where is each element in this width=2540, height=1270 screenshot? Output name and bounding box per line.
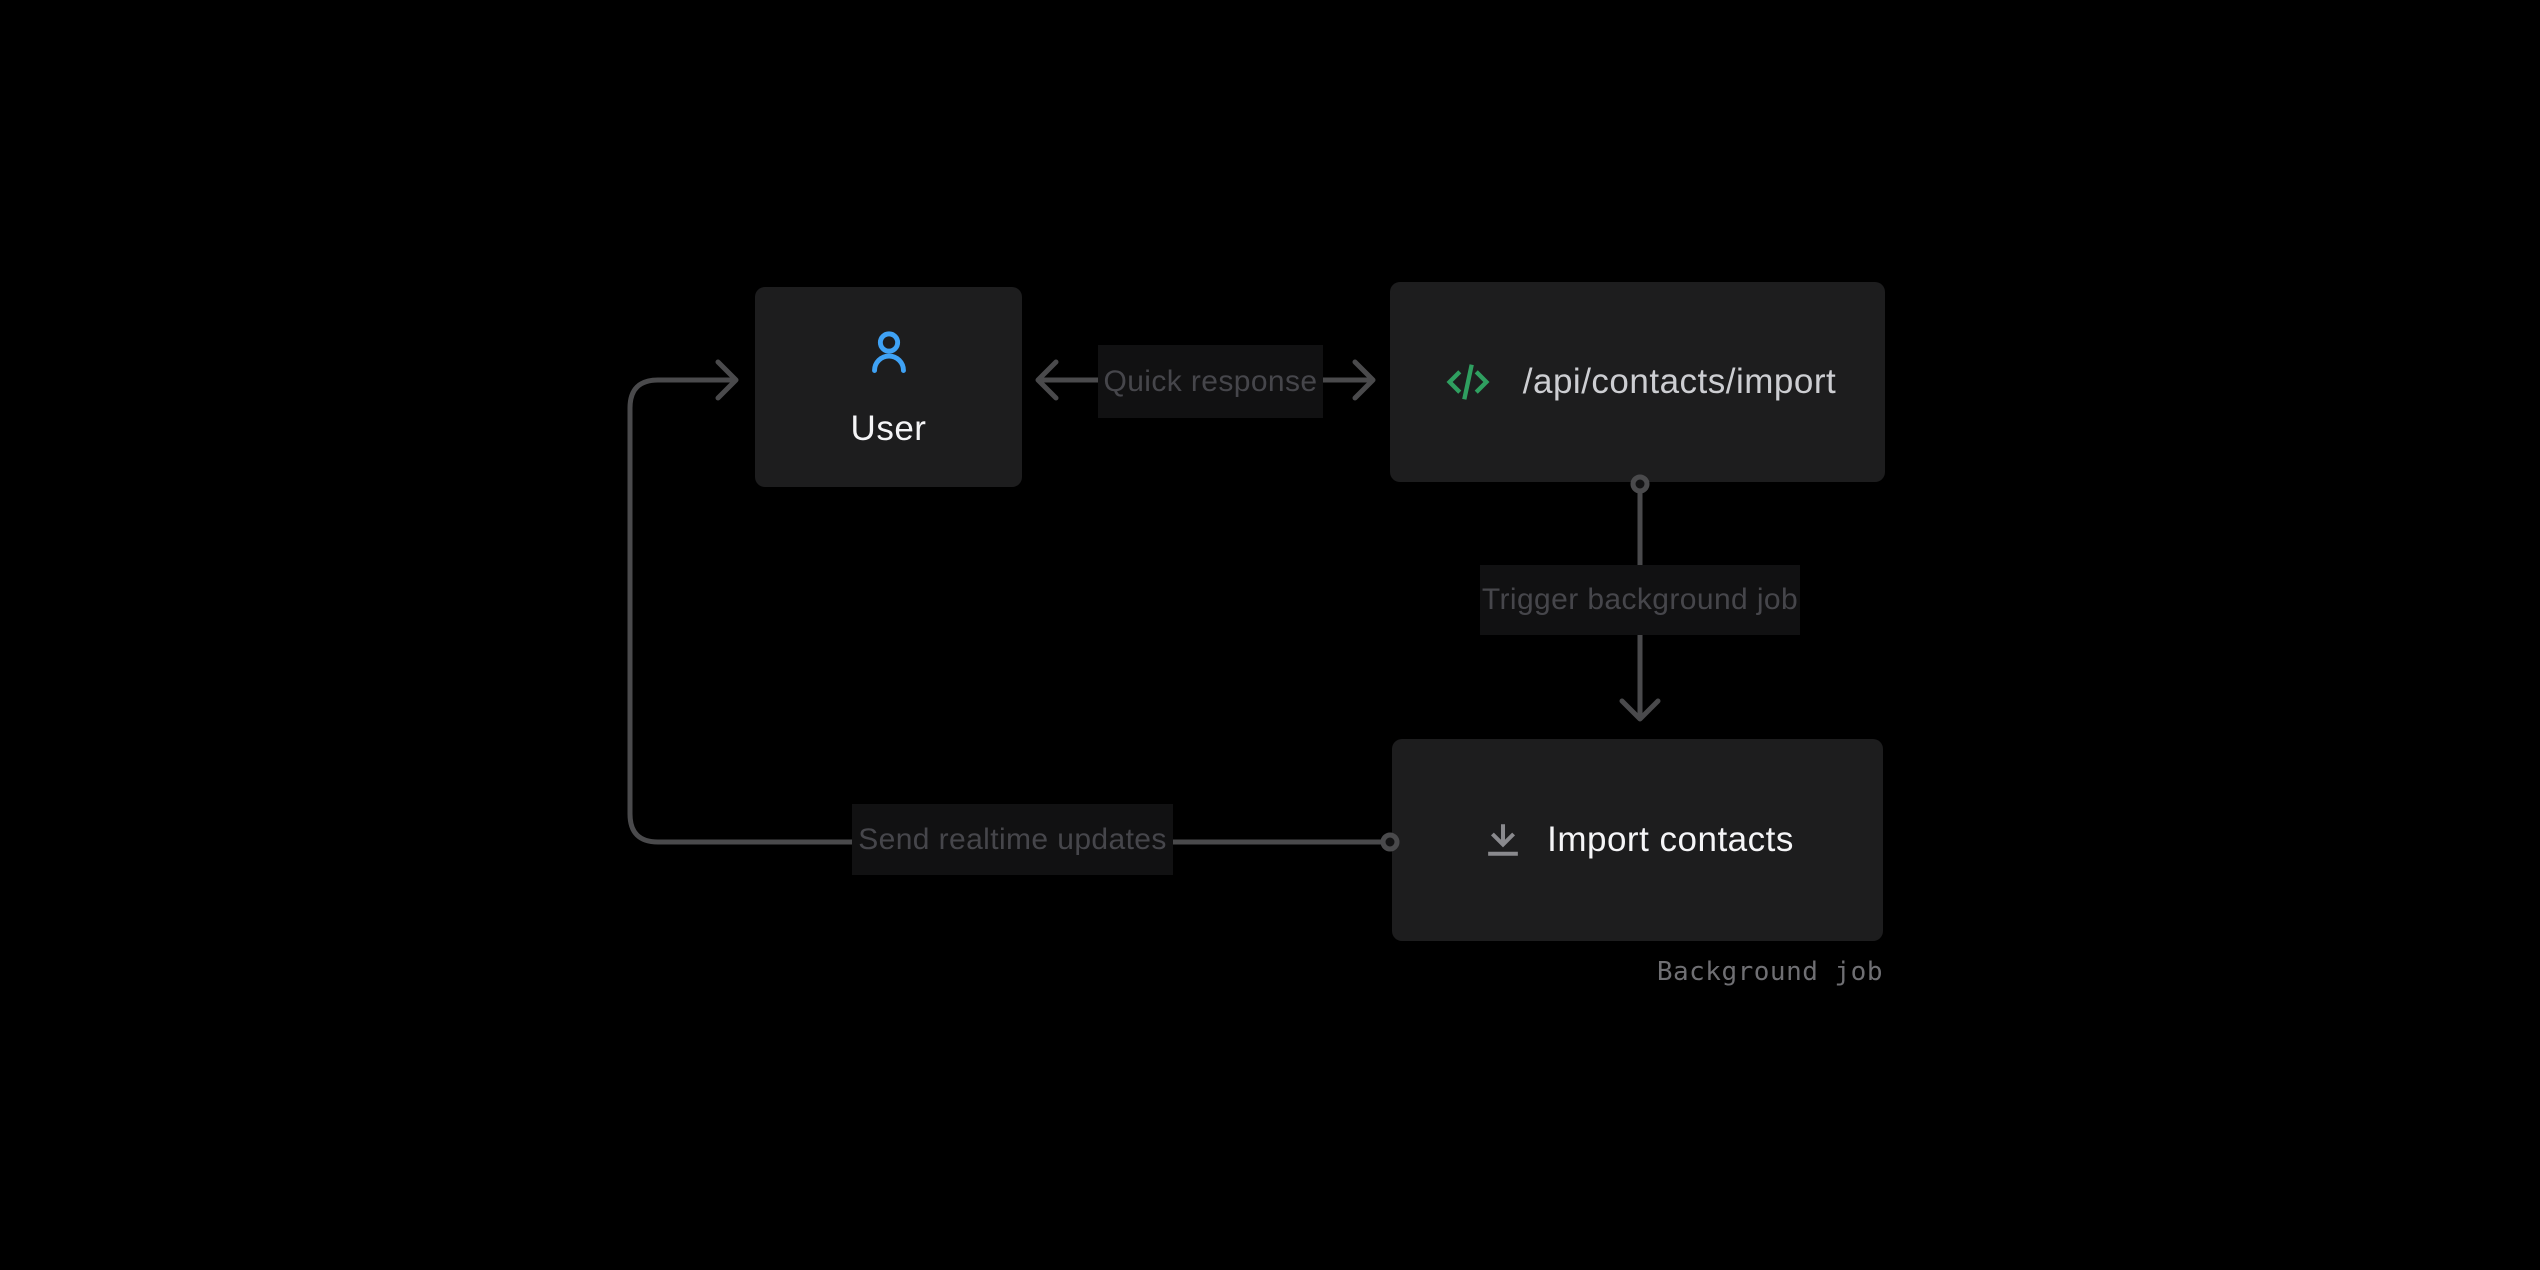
download-icon (1488, 824, 1518, 856)
node-api-label: /api/contacts/import (1522, 362, 1837, 401)
node-user-label: User (850, 409, 927, 448)
arrow-down-icon (1619, 698, 1661, 722)
edge-send-realtime-updates (627, 359, 1400, 852)
node-user: User (755, 287, 1022, 487)
node-import-contacts: Import contacts (1392, 739, 1883, 941)
node-api-endpoint: /api/contacts/import (1390, 282, 1885, 482)
user-icon (871, 331, 906, 373)
arrow-left-icon (1035, 359, 1059, 401)
edge-label-trigger-background-job: Trigger background job (1480, 565, 1800, 635)
connection-port-icon (1380, 832, 1400, 852)
node-import-label: Import contacts (1547, 820, 1794, 859)
arrow-right-icon (1352, 359, 1376, 401)
edge-label-quick-response: Quick response (1098, 345, 1323, 418)
background-job-caption: Background job (1656, 957, 1883, 987)
connection-port-icon (1630, 474, 1650, 494)
code-icon (1446, 364, 1490, 400)
arrow-right-icon (715, 359, 739, 401)
edge-label-send-realtime-updates: Send realtime updates (852, 804, 1173, 875)
